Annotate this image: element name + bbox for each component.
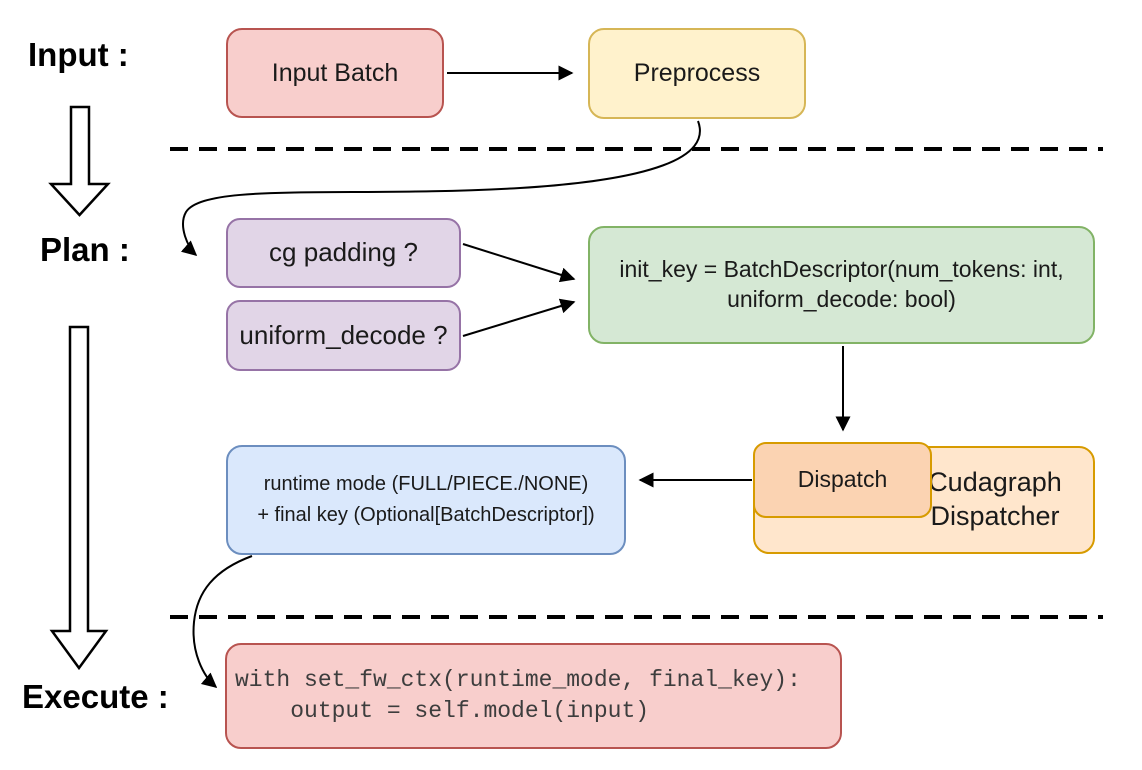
node-uniform-decode: uniform_decode ?	[226, 300, 461, 371]
node-input-batch-label: Input Batch	[271, 58, 399, 87]
edge-runtime-mode-to-execute-code	[192, 555, 253, 688]
node-dispatch-label: Dispatch	[797, 466, 888, 493]
node-preprocess-label: Preprocess	[633, 59, 761, 88]
edge-preprocess-to-cg-padding	[180, 120, 701, 256]
stage-arrow-plan-to-execute	[49, 325, 109, 671]
node-cg-padding: cg padding ?	[226, 218, 461, 288]
node-init-key-line1: init_key = BatchDescriptor(num_tokens: i…	[619, 256, 1064, 283]
node-runtime-mode-line1: runtime mode (FULL/PIECE./NONE)	[263, 473, 589, 495]
stage-label-plan: Plan :	[40, 231, 130, 268]
stage-label-execute: Execute :	[22, 678, 169, 715]
stage-arrow-input-to-plan	[48, 105, 111, 217]
node-preprocess: Preprocess	[588, 28, 806, 119]
edge-uniform-decode-to-init-key	[462, 298, 576, 337]
edge-cg-padding-to-init-key	[462, 243, 576, 283]
node-cudagraph-dispatcher-label: Cudagraph Dispatcher	[928, 467, 1062, 531]
node-dispatch: Dispatch	[753, 442, 932, 518]
node-uniform-decode-label: uniform_decode ?	[239, 319, 448, 350]
node-execute-code: with set_fw_ctx(runtime_mode, final_key)…	[225, 643, 842, 749]
node-init-key: init_key = BatchDescriptor(num_tokens: i…	[588, 226, 1095, 344]
node-execute-code-line2: output = self.model(input)	[235, 698, 650, 724]
node-runtime-mode-line2: + final key (Optional[BatchDescriptor])	[257, 504, 595, 526]
node-cg-padding-label: cg padding ?	[269, 237, 418, 268]
stage-label-input: Input :	[28, 36, 129, 73]
node-runtime-mode: runtime mode (FULL/PIECE./NONE) + final …	[226, 445, 626, 555]
node-init-key-line2: uniform_decode: bool)	[727, 286, 956, 312]
node-input-batch: Input Batch	[226, 28, 444, 118]
node-execute-code-line1: with set_fw_ctx(runtime_mode, final_key)…	[235, 666, 801, 693]
